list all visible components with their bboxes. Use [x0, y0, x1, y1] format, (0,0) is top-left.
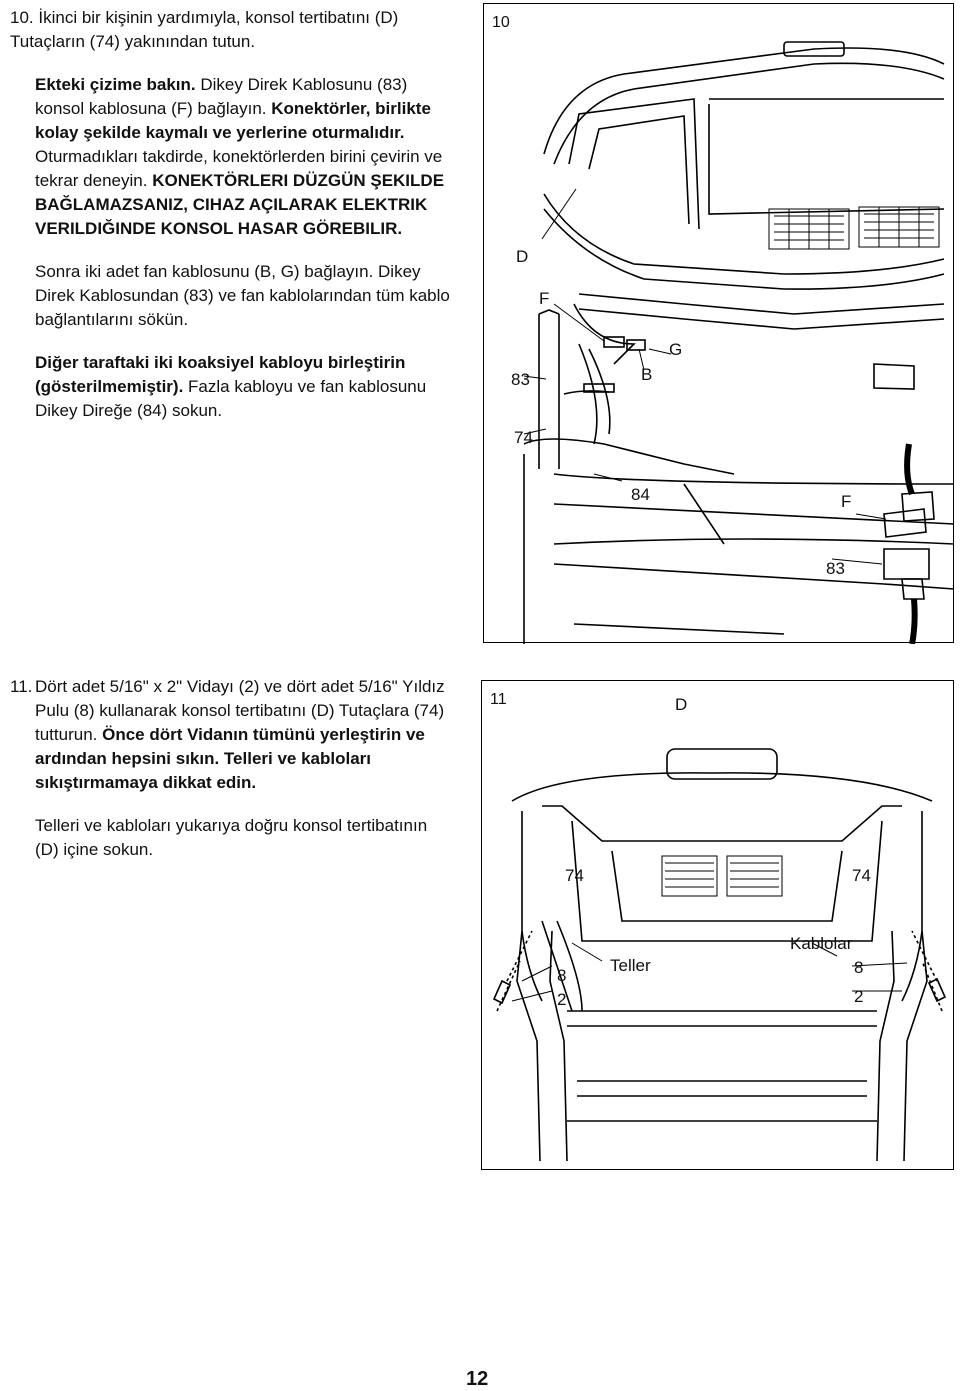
label-teller: Teller — [610, 956, 651, 975]
figure-11-number: 11 — [490, 691, 507, 708]
label-2-right: 2 — [854, 987, 864, 1006]
figure-11-drawing — [492, 748, 947, 1162]
figure-11: 11 D 74 74 Kablolar Teller 8 2 8 2 — [481, 680, 954, 1170]
step-number: 11. — [10, 677, 33, 696]
step-11-instructions: 11.Dört adet 5/16" x 2" Vidayı (2) ve dö… — [10, 677, 445, 792]
label-74: 74 — [514, 428, 533, 447]
label-F-inset: F — [841, 492, 852, 511]
step-10-coax-instructions: Diğer taraftaki iki koaksiyel kabloyu bi… — [35, 353, 427, 420]
label-G: G — [669, 340, 683, 359]
step-10-text: 10. İkinci bir kişinin yardımıyla, konso… — [10, 6, 450, 423]
label-83: 83 — [511, 370, 530, 389]
label-2-left: 2 — [557, 990, 567, 1009]
page-number: 12 — [466, 1368, 489, 1390]
label-D: D — [516, 247, 529, 266]
figure-10-number: 10 — [492, 14, 510, 31]
label-8-right: 8 — [854, 958, 864, 977]
label-84: 84 — [631, 485, 650, 504]
step-11-wire-instructions: Telleri ve kabloları yukarıya doğru kons… — [35, 816, 428, 859]
label-F: F — [539, 289, 550, 308]
label-kablolar: Kablolar — [790, 934, 853, 953]
step-10-intro: 10. İkinci bir kişinin yardımıyla, konso… — [10, 6, 450, 54]
figure-10: 10 D F G B 83 74 84 F 83 — [483, 3, 955, 644]
step-number: 10. — [10, 8, 34, 27]
figure-10-drawing — [523, 41, 955, 644]
label-83-inset: 83 — [826, 559, 845, 578]
label-B: B — [641, 365, 653, 384]
step-11-text: 11.Dört adet 5/16" x 2" Vidayı (2) ve dö… — [10, 675, 455, 862]
label-74-right: 74 — [852, 866, 871, 885]
label-74-left: 74 — [565, 866, 584, 885]
step-10-connector-instructions: Ekteki çizime bakın. Dikey Direk Kablosu… — [35, 75, 445, 238]
label-8-left: 8 — [557, 966, 567, 985]
step-10-intro-text: İkinci bir kişinin yardımıyla, konsol te… — [10, 8, 399, 51]
warning-text: KONEKTÖRLERI DÜZGÜN ŞEKILDE BAĞLAMAZSANI… — [35, 171, 445, 238]
step-10-fan-instructions: Sonra iki adet fan kablosunu (B, G) bağl… — [35, 262, 450, 329]
label-D: D — [675, 695, 688, 714]
